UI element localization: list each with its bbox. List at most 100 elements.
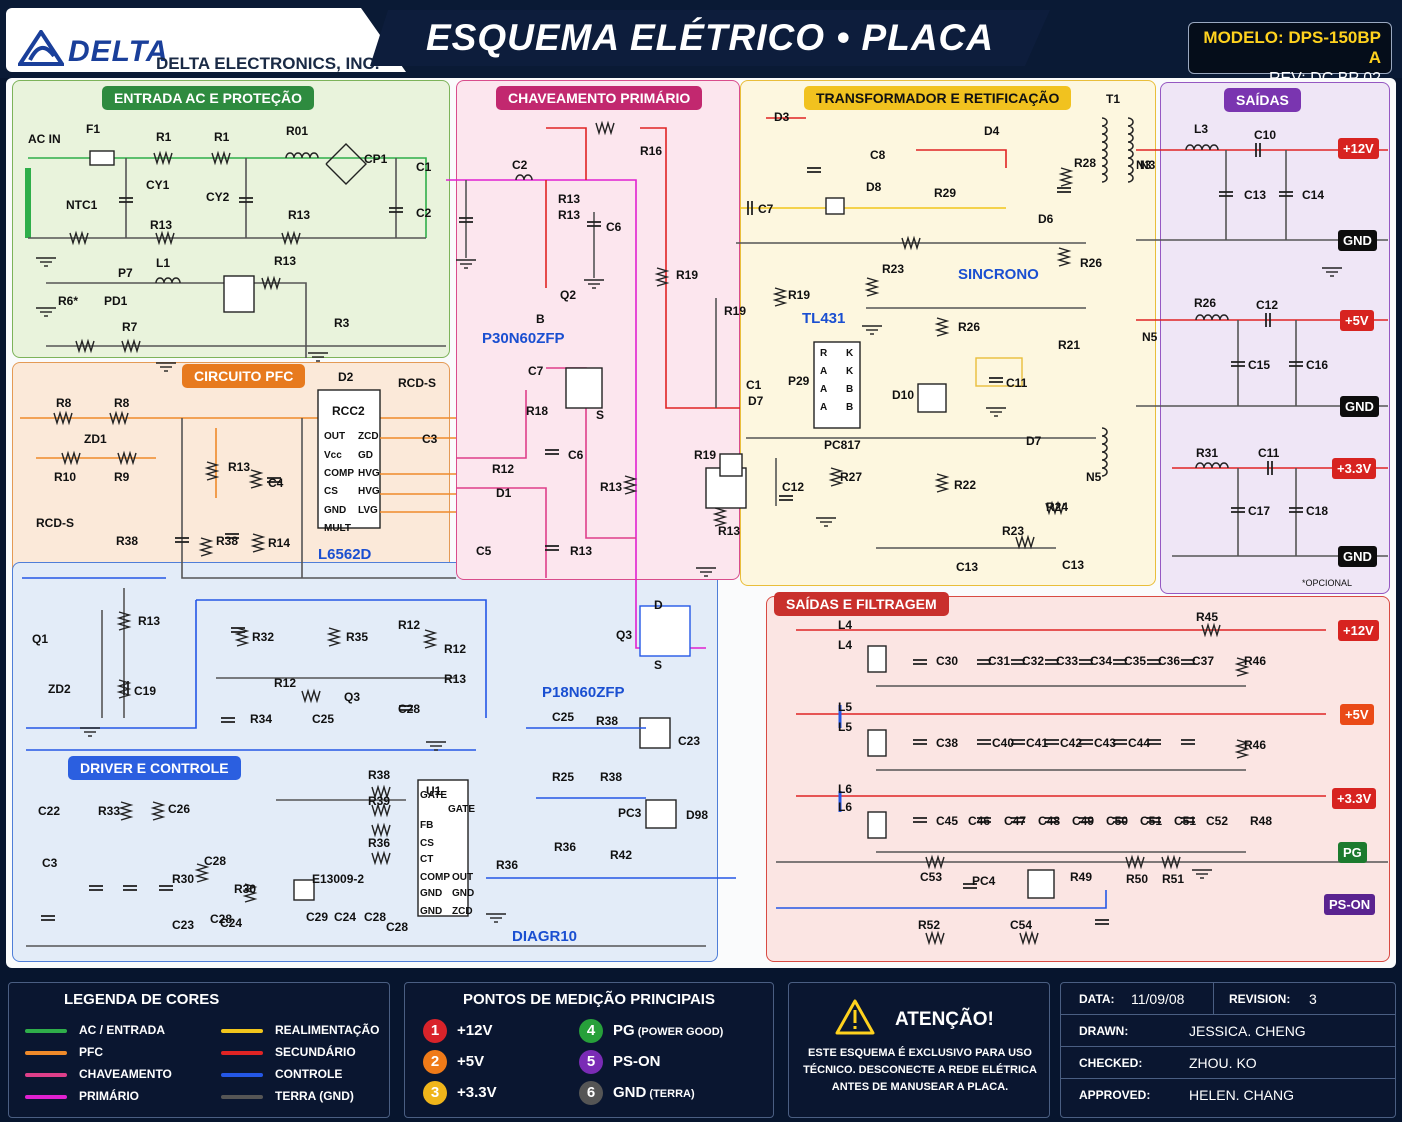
component-label: R13 xyxy=(558,208,581,222)
component-label: C13 xyxy=(1062,558,1085,572)
component-label: R30 xyxy=(234,882,257,896)
measure-point-number: 2 xyxy=(423,1050,447,1074)
measure-point-number: 6 xyxy=(579,1081,603,1105)
component-label: C32 xyxy=(1022,654,1045,668)
component-label: CS xyxy=(420,838,434,849)
component-label: HVG xyxy=(358,486,380,497)
component-label: CY2 xyxy=(206,190,230,204)
component-label: R29 xyxy=(934,186,957,200)
section-title-filtragem: SAÍDAS E FILTRAGEM xyxy=(774,592,949,616)
component-label: R24 xyxy=(1046,500,1069,514)
component-label: C54 xyxy=(1010,918,1033,932)
component-label: C25 xyxy=(552,710,575,724)
component-label: C33 xyxy=(1056,654,1079,668)
legend-item: PFC xyxy=(79,1045,103,1059)
component-label: L1 xyxy=(156,256,171,270)
component-label: R38 xyxy=(368,768,391,782)
component-label: R12 xyxy=(492,462,515,476)
component-label: R25 xyxy=(552,770,575,784)
approved-label: APPROVED: xyxy=(1079,1088,1151,1102)
component-label: GND xyxy=(420,888,443,899)
component-label: D6 xyxy=(1038,212,1054,226)
component-label: HVG xyxy=(358,468,380,479)
component-label: R7 xyxy=(122,320,138,334)
component-label: ZD1 xyxy=(84,432,107,446)
component-label: C50 xyxy=(1106,814,1129,828)
component-label: R42 xyxy=(610,848,633,862)
component-label: R12 xyxy=(398,618,421,632)
circuit-wires xyxy=(20,117,1388,947)
component-label: R8 xyxy=(114,396,130,410)
section-title-ac: ENTRADA AC E PROTEÇÃO xyxy=(102,86,314,110)
component-label: C28 xyxy=(386,920,409,934)
component-label: R38 xyxy=(116,534,139,548)
component-label: R38 xyxy=(600,770,623,784)
component-label: GND xyxy=(452,888,475,899)
component-label: C24 xyxy=(334,910,357,924)
component-label: R13 xyxy=(558,192,581,206)
component-label: C10 xyxy=(1254,128,1277,142)
output-tag: PS-ON xyxy=(1324,894,1376,915)
component-label: R51 xyxy=(1162,872,1185,886)
component-label: CY1 xyxy=(146,178,170,192)
component-label: R8 xyxy=(56,396,72,410)
component-label: GND xyxy=(324,505,347,516)
component-label: C11 xyxy=(1258,446,1280,460)
component-label: RCD-S xyxy=(36,516,74,530)
section-outputs xyxy=(1160,82,1390,594)
component-label: P18N60ZFP xyxy=(542,684,625,701)
output-tag: +5V xyxy=(1340,704,1374,725)
component-label: R16 xyxy=(640,144,663,158)
component-label: R49 xyxy=(1070,870,1093,884)
component-label: C8 xyxy=(870,148,886,162)
header: DELTA DELTA ELECTRONICS, INC. ESQUEMA EL… xyxy=(0,0,1402,87)
component-label: R19 xyxy=(724,304,747,318)
legend-item: AC / ENTRADA xyxy=(79,1023,165,1037)
component-label: ZCD xyxy=(358,431,379,442)
component-label: C4 xyxy=(268,476,284,490)
component-label: R27 xyxy=(840,470,863,484)
component-label: Vcc xyxy=(324,450,342,461)
delta-logo-icon xyxy=(18,30,64,66)
component-label: PD1 xyxy=(104,294,128,308)
section-title-saidas: SAÍDAS xyxy=(1224,88,1301,112)
component-label: PC4 xyxy=(972,874,996,888)
component-label: R46 xyxy=(1244,654,1267,668)
component-label: R13 xyxy=(718,524,741,538)
component-label: COMP xyxy=(420,872,450,883)
component-label: R39 xyxy=(368,794,391,808)
section-title-transformador: TRANSFORMADOR E RETIFICAÇÃO xyxy=(804,86,1072,110)
component-label: ZCD xyxy=(452,906,473,917)
component-label: N3 xyxy=(1140,158,1156,172)
component-label: C28 xyxy=(210,912,233,926)
revision-num-label: REVISION: xyxy=(1229,992,1291,1006)
component-label: A xyxy=(820,384,828,395)
warning-box: ATENÇÃO! ESTE ESQUEMA É EXCLUSIVO PARA U… xyxy=(788,982,1050,1118)
legend-item: REALIMENTAÇÃO xyxy=(275,1023,380,1037)
component-label: D8 xyxy=(866,180,882,194)
component-label: R32 xyxy=(252,630,275,644)
measure-point-label: +5V xyxy=(457,1053,485,1070)
component-label: Q3 xyxy=(344,690,361,704)
section-title-chaveamento: CHAVEAMENTO PRIMÁRIO xyxy=(496,86,703,110)
title-block: DATA: 11/09/08 REVISION: 3 DRAWN: JESSIC… xyxy=(1060,982,1396,1118)
component-label: R10 xyxy=(54,470,77,484)
component-label: C37 xyxy=(1192,654,1215,668)
component-label: AC IN xyxy=(28,132,61,146)
component-label: C28 xyxy=(364,910,387,924)
component-label: R xyxy=(820,348,828,359)
measurement-title: PONTOS DE MEDIÇÃO PRINCIPAIS xyxy=(463,991,715,1008)
component-label: R18 xyxy=(526,404,549,418)
approved-value: HELEN. CHANG xyxy=(1189,1087,1295,1103)
component-label: C3 xyxy=(422,432,438,446)
component-label: CS xyxy=(324,486,338,497)
legend-item: CHAVEAMENTO xyxy=(79,1067,172,1081)
component-label: L4 xyxy=(838,638,853,652)
legend-item: PRIMÁRIO xyxy=(79,1089,139,1103)
company-name: DELTA ELECTRONICS, INC. xyxy=(156,54,380,73)
component-label: R26 xyxy=(958,320,981,334)
component-label: OUT xyxy=(324,431,346,442)
component-label: C2 xyxy=(512,158,528,172)
